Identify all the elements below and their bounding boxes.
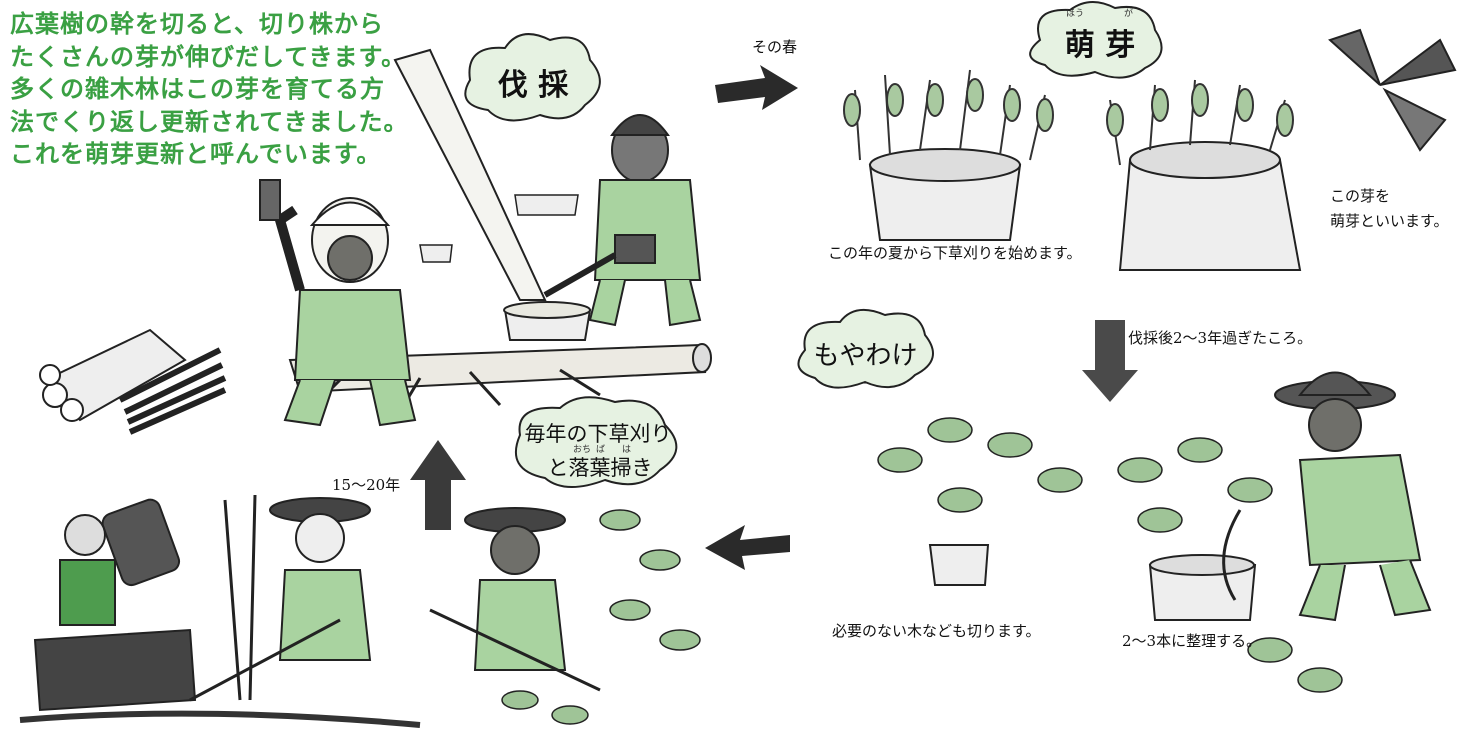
label-sprouting: 萌 芽: [1064, 28, 1136, 63]
caption-sprout-1: この芽を: [1330, 187, 1391, 205]
intro-line-3: 多くの雑木林はこの芽を育てる方: [10, 75, 385, 103]
cloud-thinning: [797, 308, 934, 389]
arrow-to-weeding: [705, 525, 790, 570]
firewood-bundles: [39, 328, 227, 435]
label-felling: 伐 採: [497, 68, 569, 103]
ruby-ga: が: [1124, 9, 1134, 19]
worker-hatchet: [259, 179, 417, 427]
cloud-sprouting: [1029, 1, 1163, 79]
cycle-arrows: [410, 65, 1138, 570]
arrow-label-cycle: 15～20年: [332, 476, 401, 494]
stage-clouds: [464, 1, 1163, 489]
intro-line-4: 法でくり返し更新されてきました。: [10, 107, 409, 136]
caption-cut-unneeded: 必要のない木なども切ります。: [832, 622, 1041, 640]
intro-line-2: たくさんの芽が伸びだしてきます。: [10, 42, 407, 71]
felling-scene: [39, 48, 712, 435]
arrow-label-years: 伐採後2～3年過ぎたころ。: [1128, 329, 1313, 347]
arrow-label-spring: その春: [752, 38, 798, 56]
butterfly: [1328, 28, 1457, 152]
label-thinning: もやわけ: [813, 341, 918, 371]
worker-sickle: [1222, 371, 1432, 622]
intro-line-1: 広葉樹の幹を切ると、切り株から: [10, 10, 385, 38]
caption-summer-weeding: この年の夏から下草刈りを始めます。: [828, 244, 1082, 262]
intro-line-5: これを萌芽更新と呼んでいます。: [10, 140, 382, 168]
weeding-scene: [19, 494, 701, 728]
ruby-hou: ほう: [1066, 9, 1085, 19]
ruby-ha: は: [622, 445, 632, 455]
cloud-felling: [464, 33, 601, 122]
label-weeding-line1: 毎年の下草刈り: [524, 422, 672, 446]
sprouting-scene: [843, 28, 1457, 271]
intro-text: 広葉樹の幹を切ると、切り株から たくさんの芽が伸びだしてきます。 多くの雑木林は…: [10, 8, 480, 171]
arrow-to-sprouting: [715, 65, 798, 110]
caption-arrange: 2～3本に整理する。: [1122, 632, 1262, 650]
arrow-to-thinning: [1082, 320, 1138, 402]
arrow-to-felling: [410, 440, 466, 530]
label-weeding-line2: と落葉掃き: [547, 456, 653, 480]
thinning-scene: [877, 371, 1432, 693]
ruby-ba: ば: [596, 445, 606, 455]
caption-sprout-2: 萌芽といいます。: [1330, 212, 1449, 230]
cloud-weeding: [515, 396, 678, 489]
ruby-ochi: おち: [573, 445, 592, 455]
worker-chainsaw: [543, 114, 702, 327]
